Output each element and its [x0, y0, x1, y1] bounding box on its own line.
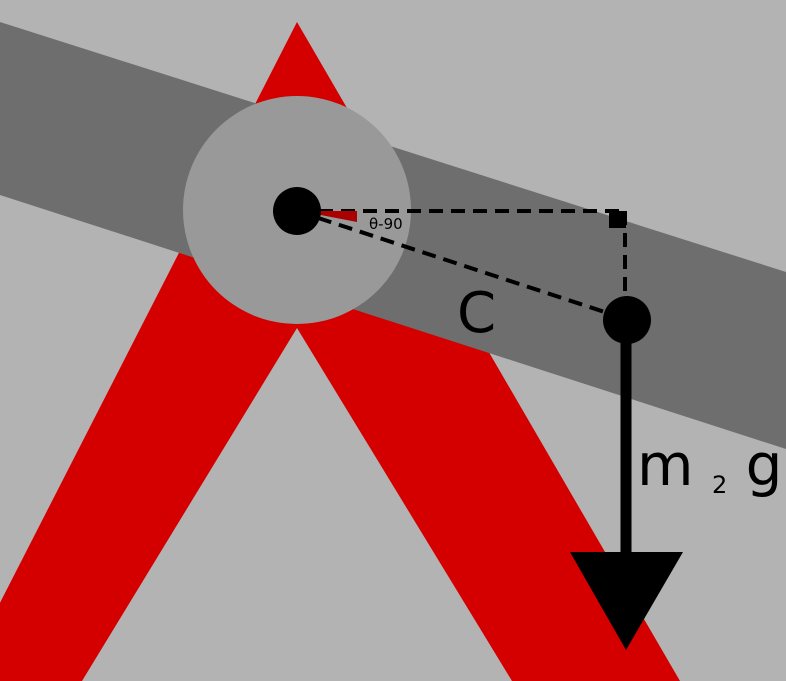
pivot-circle-icon: [273, 187, 321, 235]
force-label-gravity: g: [746, 431, 783, 499]
right-angle-marker-icon: [609, 211, 626, 228]
mass-point-icon: [603, 296, 651, 344]
angle-label: θ-90: [369, 215, 403, 233]
distance-label: C: [457, 281, 496, 346]
distance-line-c: [296, 209, 624, 320]
force-label-mass: m: [637, 431, 694, 499]
force-label-subscript: 2: [712, 471, 727, 499]
downward-arrow-icon: [570, 552, 683, 650]
force-label: m 2 g: [637, 431, 782, 507]
support-frame: [0, 22, 680, 681]
